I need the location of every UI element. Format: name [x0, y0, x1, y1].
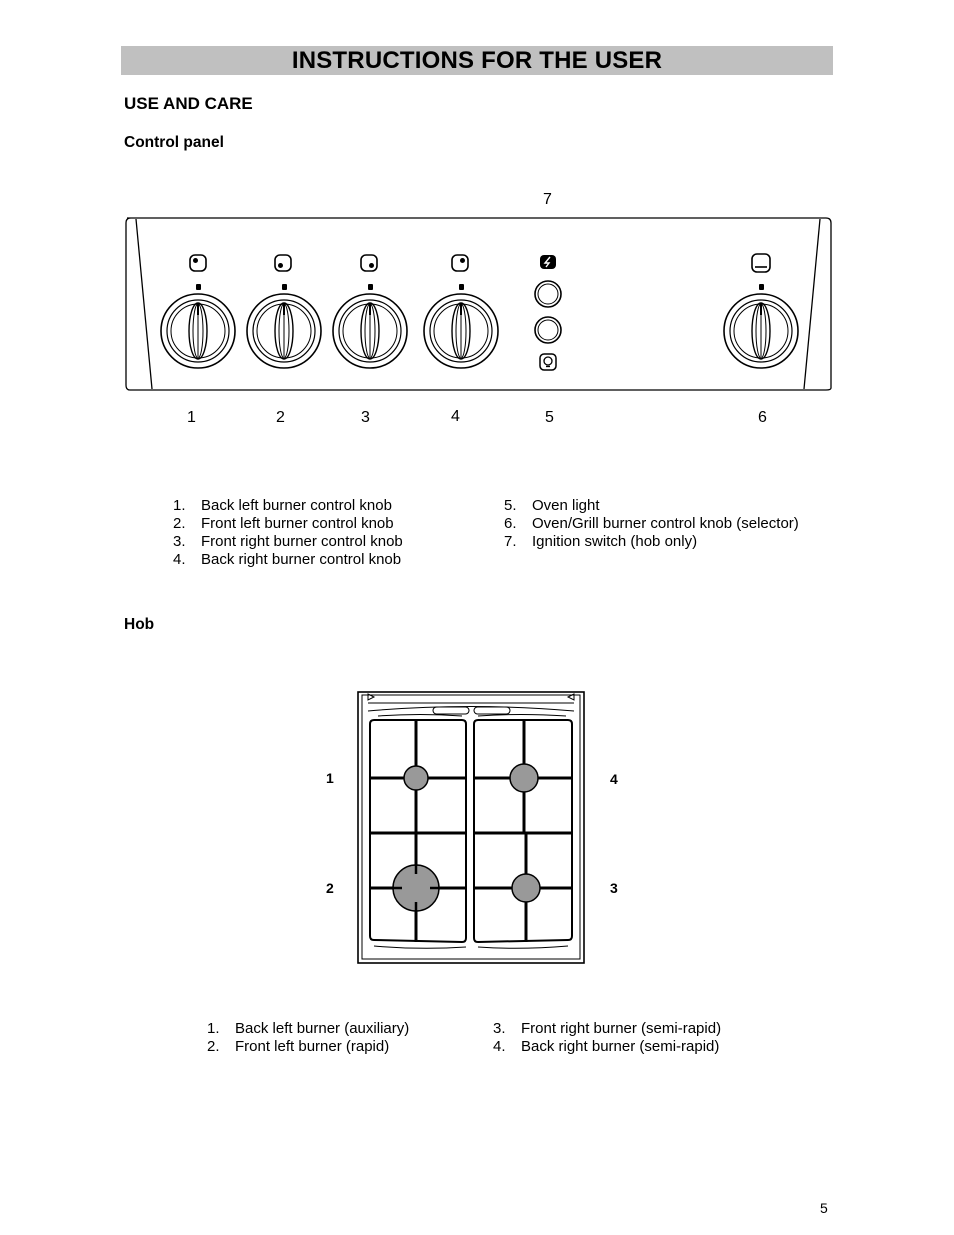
legend-item: 6.Oven/Grill burner control knob (select… — [504, 515, 799, 532]
legend-item: 1.Back left burner (auxiliary) — [207, 1020, 410, 1037]
control-panel-legend-right: 5.Oven light 6.Oven/Grill burner control… — [504, 497, 799, 551]
control-knobs — [160, 293, 799, 369]
control-panel-diagram — [125, 217, 832, 391]
callout-4: 4 — [451, 408, 460, 425]
callout-5: 5 — [545, 409, 554, 426]
hob-legend-right: 3.Front right burner (semi-rapid) 4.Back… — [493, 1020, 721, 1056]
ignition-button[interactable] — [534, 280, 562, 308]
knob-front-right[interactable] — [332, 293, 408, 369]
control-panel-legend-left: 1.Back left burner control knob 2.Front … — [173, 497, 403, 569]
legend-item: 1.Back left burner control knob — [173, 497, 392, 514]
page-title: INSTRUCTIONS FOR THE USER — [291, 47, 663, 74]
legend-item: 3.Front right burner (semi-rapid) — [493, 1020, 722, 1037]
ignition-symbol-icon — [540, 255, 556, 269]
hob-diagram — [357, 691, 585, 964]
callout-3: 3 — [361, 409, 370, 426]
hob-callout-1: 1 — [326, 770, 334, 786]
callout-7: 7 — [543, 191, 552, 208]
legend-item: 3.Front right burner control knob — [173, 533, 403, 550]
knob-back-right[interactable] — [423, 293, 499, 369]
hob-callout-2: 2 — [326, 880, 334, 896]
legend-item: 4.Back right burner control knob — [173, 551, 402, 568]
light-bulb-icon — [539, 353, 557, 371]
burner-symbol-icon-3 — [360, 254, 378, 272]
oven-light-button[interactable] — [534, 316, 562, 344]
burner-back-left — [403, 765, 429, 791]
section-heading: USE AND CARE — [124, 94, 253, 113]
hob-callout-3: 3 — [610, 880, 618, 896]
legend-item: 7.Ignition switch (hob only) — [504, 533, 698, 550]
title-bar: INSTRUCTIONS FOR THE USER — [121, 46, 833, 75]
legend-item: 2.Front left burner (rapid) — [207, 1038, 390, 1055]
knob-front-left[interactable] — [246, 293, 322, 369]
callout-2: 2 — [276, 409, 285, 426]
burner-back-right — [509, 763, 539, 793]
burner-symbol-icon-1 — [189, 254, 207, 272]
knob-symbol-icons — [189, 253, 771, 273]
hob-heading: Hob — [124, 616, 155, 633]
burner-front-right — [511, 873, 541, 903]
hob-callout-4: 4 — [610, 771, 618, 787]
legend-item: 4.Back right burner (semi-rapid) — [493, 1038, 720, 1055]
burner-symbol-icon-2 — [274, 254, 292, 272]
legend-item: 5.Oven light — [504, 497, 600, 514]
knob-back-left[interactable] — [160, 293, 236, 369]
callout-6: 6 — [758, 409, 767, 426]
legend-item: 2.Front left burner control knob — [173, 515, 394, 532]
page-number: 5 — [820, 1200, 828, 1216]
hob-legend-left: 1.Back left burner (auxiliary) 2.Front l… — [207, 1020, 409, 1056]
oven-symbol-icon — [751, 253, 771, 273]
burner-symbol-icon-4 — [451, 254, 469, 272]
knob-oven-grill[interactable] — [723, 293, 799, 369]
control-panel-heading: Control panel — [124, 134, 224, 151]
callout-1: 1 — [187, 409, 196, 426]
